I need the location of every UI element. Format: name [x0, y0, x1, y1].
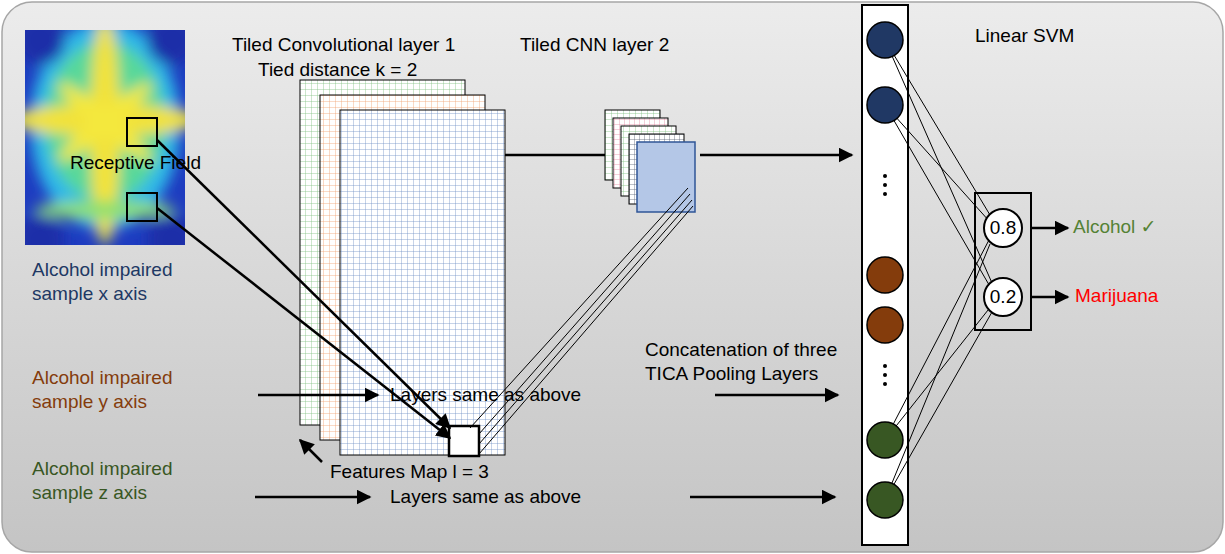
- output-neuron: 0.8: [983, 208, 1023, 248]
- probability-value: 0.8: [990, 218, 1016, 239]
- placeholder-label: Layers same as above: [390, 485, 581, 509]
- flow-arrow: [715, 394, 838, 397]
- fan-line: [479, 206, 693, 454]
- layer-title: Tiled CNN layer 2: [520, 33, 669, 57]
- class-label: Marijuana: [1075, 284, 1158, 308]
- output-arrow: [1031, 227, 1068, 230]
- output-neuron: 0.2: [983, 277, 1023, 317]
- classifier-title: Linear SVM: [975, 24, 1074, 48]
- pointer-arrow: [300, 440, 322, 462]
- parameter-label: Features Map l = 3: [330, 460, 489, 484]
- flow-arrow: [255, 496, 370, 499]
- vector-unit: [867, 22, 903, 518]
- svm-output-box: [975, 193, 1031, 330]
- feature-vector: [862, 5, 908, 545]
- probability-value: 0.2: [990, 287, 1016, 308]
- annotation-text: Concatenation of three TICA Pooling Laye…: [645, 338, 850, 386]
- layer-title: Tiled Convolutional layer 1: [232, 33, 455, 57]
- flow-arrow: [258, 394, 378, 397]
- receptive-field-box: [127, 193, 157, 221]
- heatmap-image: [25, 30, 185, 245]
- parameter-label: Tied distance k = 2: [258, 58, 417, 82]
- input-label: Alcohol impaired sample y axis: [32, 366, 222, 414]
- placeholder-label: Layers same as above: [390, 383, 581, 407]
- ellipsis-dots: [883, 174, 887, 386]
- flow-arrow: [690, 496, 835, 499]
- fan-line: [479, 200, 692, 444]
- flow-arrow: [700, 154, 852, 157]
- connector-line: [505, 154, 605, 157]
- receptive-field-box: [127, 118, 157, 146]
- image-label: Receptive Field: [70, 151, 201, 175]
- feature-map: [637, 142, 695, 212]
- class-label: Alcohol ✓: [1073, 215, 1157, 239]
- input-label: Alcohol impaired sample x axis: [32, 258, 222, 306]
- pooling-unit-box: [449, 426, 479, 456]
- output-arrow: [1031, 296, 1068, 299]
- input-label: Alcohol impaired sample z axis: [32, 457, 222, 505]
